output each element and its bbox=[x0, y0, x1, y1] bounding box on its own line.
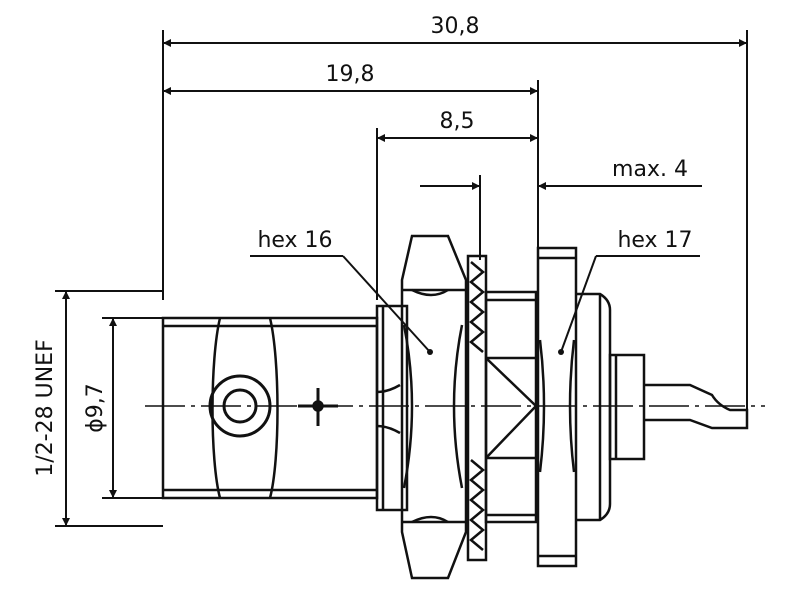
diameter-label: ϕ9,7 bbox=[83, 383, 108, 433]
to-flange-label: 19,8 bbox=[326, 62, 375, 87]
leader-dot bbox=[558, 349, 564, 355]
leader-dot bbox=[427, 349, 433, 355]
flange-hex-label: hex 17 bbox=[617, 228, 692, 253]
dimension-lines bbox=[55, 30, 748, 527]
overall-length-label: 30,8 bbox=[431, 14, 480, 39]
thread-label: 1/2-28 UNEF bbox=[33, 339, 58, 476]
centerlines bbox=[145, 388, 765, 426]
panel-thickness-label: max. 4 bbox=[612, 157, 688, 182]
hex-section-label: 8,5 bbox=[440, 109, 475, 134]
nut-hex-label: hex 16 bbox=[257, 228, 332, 253]
connector-body bbox=[161, 234, 749, 580]
